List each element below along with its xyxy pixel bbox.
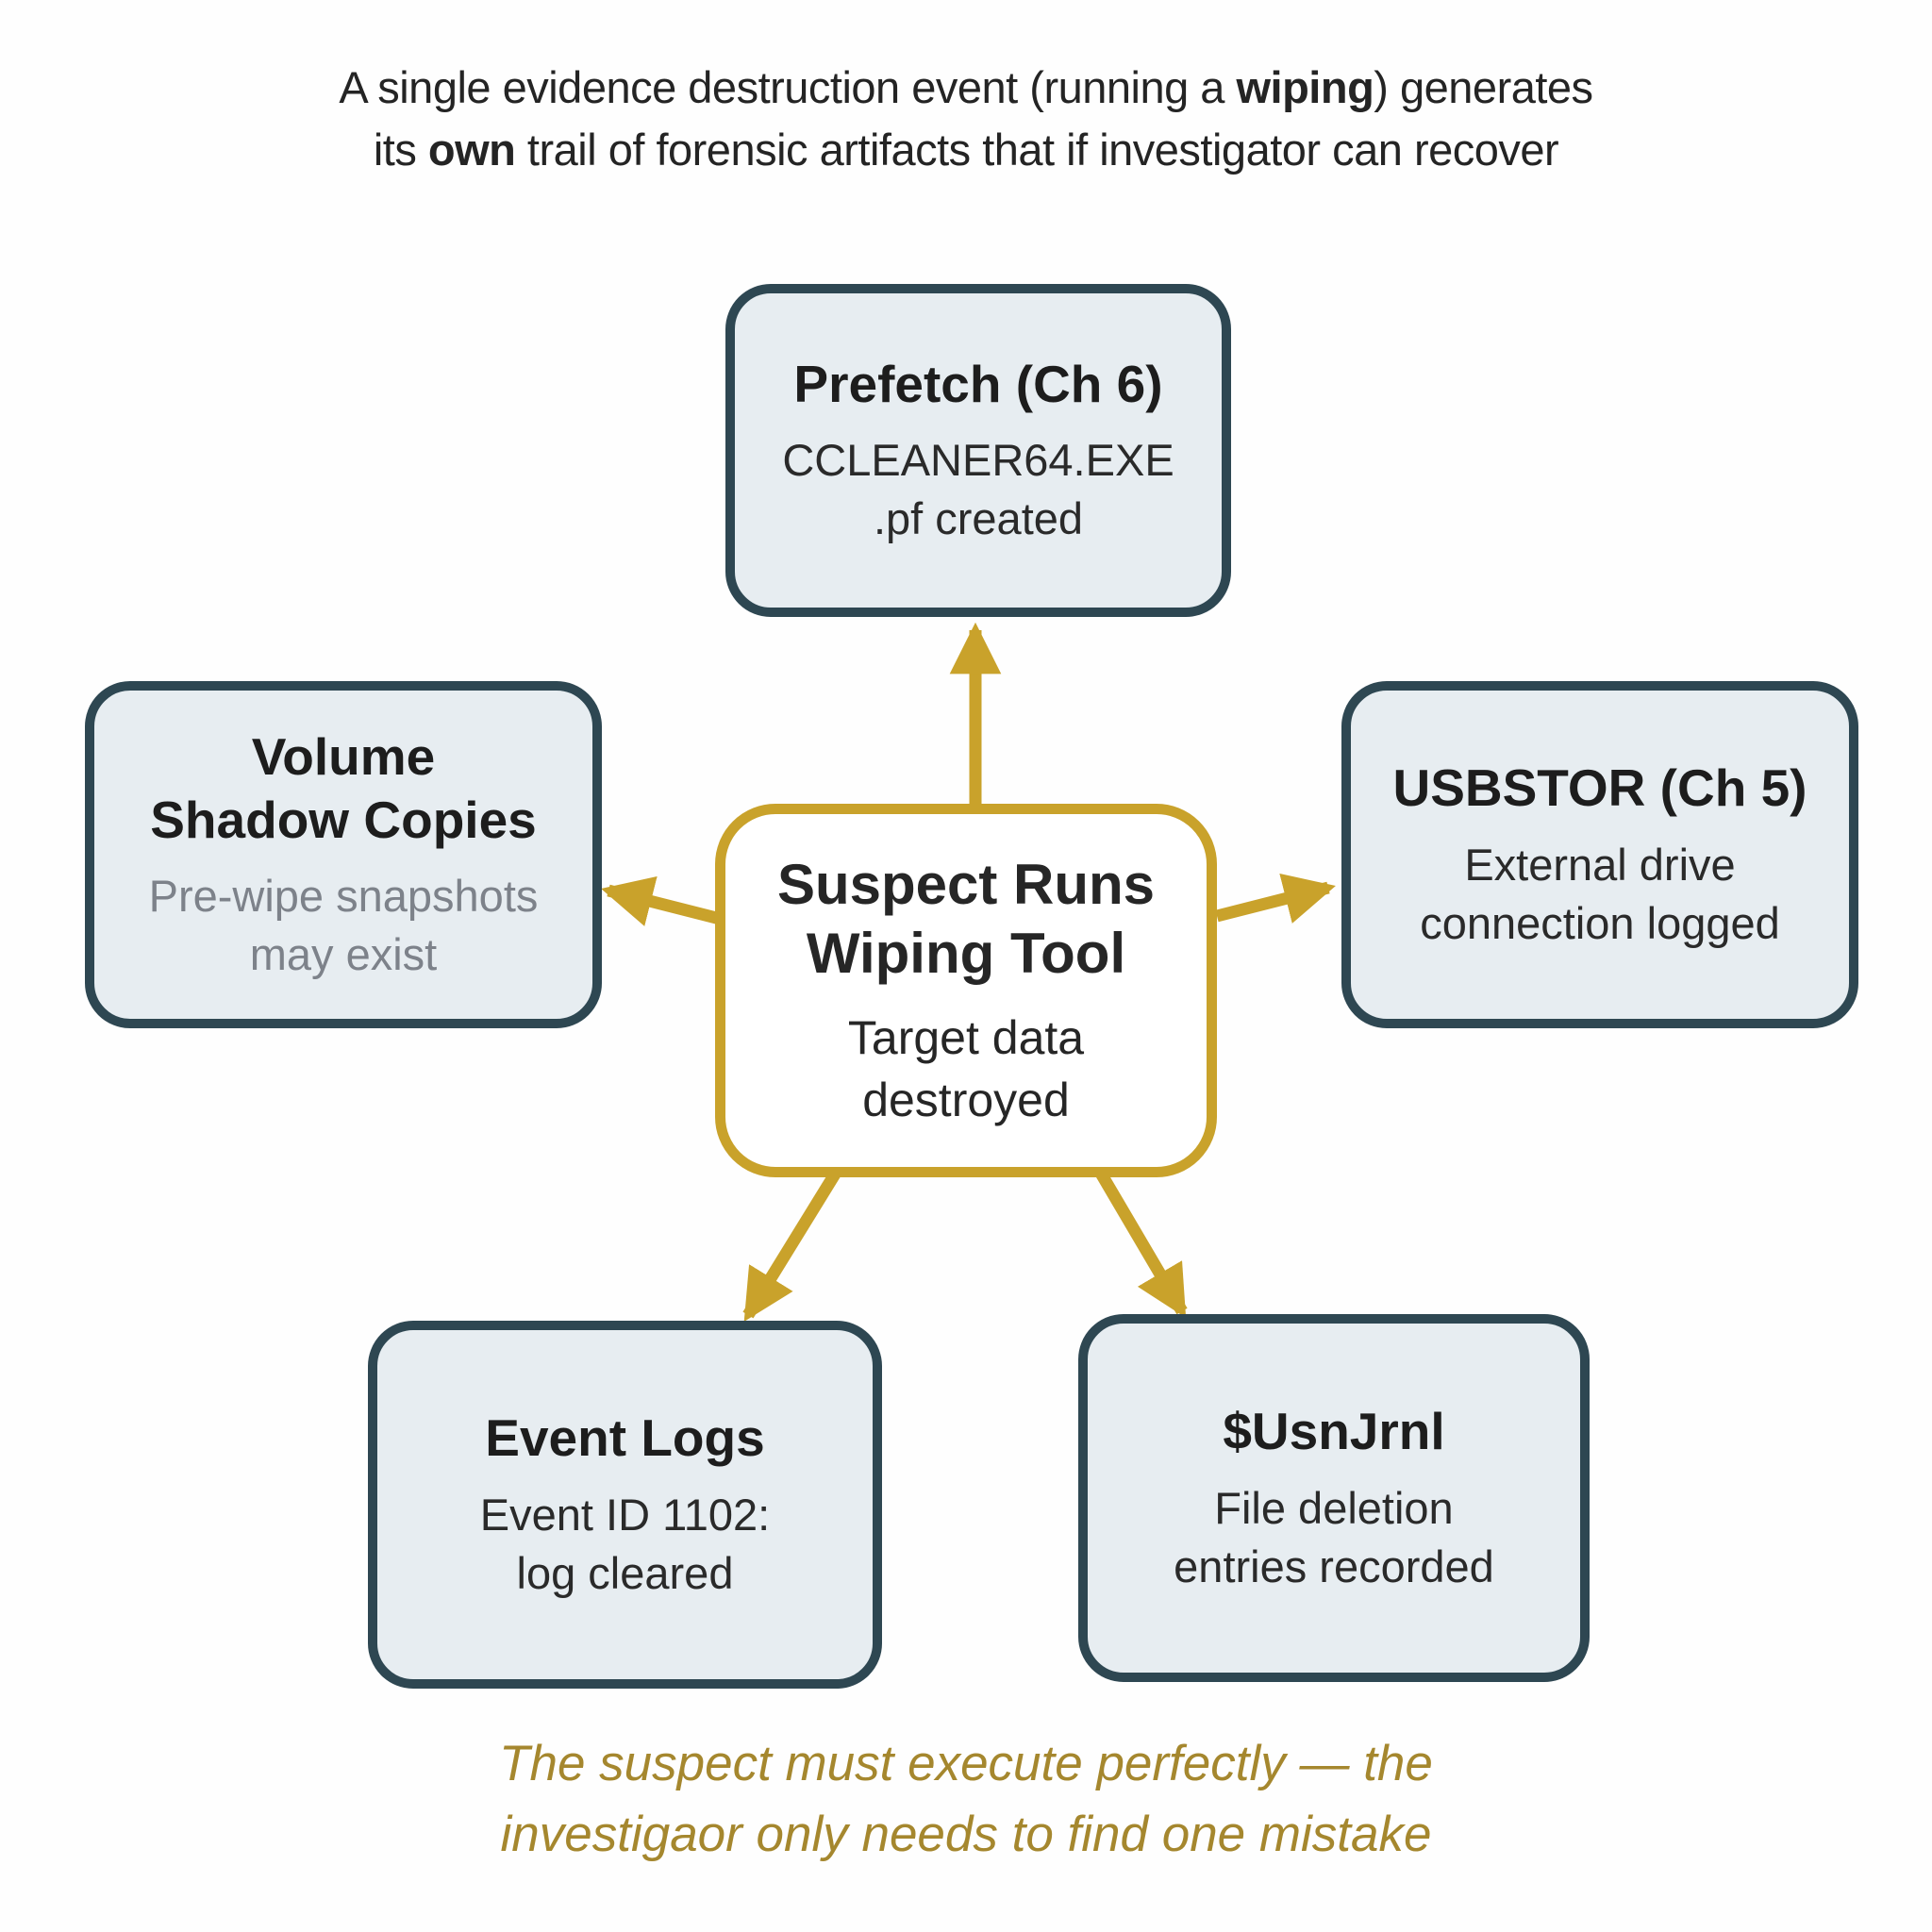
node-event-logs: Event Logs Event ID 1102: log cleared [368, 1321, 882, 1689]
node-prefetch-sub-line1: CCLEANER64.EXE [782, 435, 1174, 486]
title-line2-tail: trail of forensic artifacts that if inve… [515, 124, 1559, 175]
diagram-title-line1: A single evidence destruction event (run… [0, 57, 1932, 119]
arrow-center-to-vsc [601, 875, 722, 926]
title-line1-bold: wiping [1236, 62, 1374, 112]
diagram-title: A single evidence destruction event (run… [0, 57, 1932, 181]
footer-line2: investigaor only needs to find one mista… [500, 1807, 1432, 1863]
node-eventlogs-title-line1: Event Logs [485, 1408, 765, 1468]
node-prefetch-subtitle: CCLEANER64.EXE .pf created [782, 431, 1174, 548]
node-usnjrnl-title-line1: $UsnJrnl [1223, 1402, 1445, 1461]
title-line2-text: its [373, 124, 428, 175]
node-vsc-sub-line2: may exist [249, 929, 438, 980]
node-center-title: Suspect Runs Wiping Tool [777, 850, 1155, 988]
footer-line1: The suspect must execute perfectly — the [499, 1736, 1433, 1791]
title-line1-text: A single evidence destruction event (run… [339, 62, 1237, 112]
node-usnjrnl: $UsnJrnl File deletion entries recorded [1078, 1314, 1590, 1682]
node-center-sub-line1: Target data [847, 1011, 1085, 1065]
node-usbstor-title-line1: USBSTOR (Ch 5) [1392, 758, 1807, 818]
node-vsc-title: Volume Shadow Copies [150, 725, 537, 852]
node-usbstor-sub-line2: connection logged [1420, 897, 1780, 948]
node-center-subtitle: Target data destroyed [848, 1007, 1084, 1131]
node-eventlogs-sub-line2: log cleared [516, 1547, 734, 1598]
node-prefetch-title: Prefetch (Ch 6) [793, 353, 1162, 416]
node-vsc-title-line2: Shadow Copies [150, 790, 537, 849]
arrow-center-to-usbstor [1215, 873, 1336, 924]
diagram-title-line2: its own trail of forensic artifacts that… [0, 119, 1932, 181]
node-usbstor: USBSTOR (Ch 5) External drive connection… [1341, 681, 1858, 1028]
node-center-title-line1: Suspect Runs [776, 852, 1156, 916]
node-usbstor-subtitle: External drive connection logged [1420, 836, 1780, 953]
node-center-title-line2: Wiping Tool [806, 922, 1126, 985]
node-prefetch-sub-line2: .pf created [873, 493, 1084, 544]
node-center-sub-line2: destroyed [862, 1074, 1070, 1127]
node-eventlogs-title: Event Logs [485, 1407, 764, 1470]
node-prefetch: Prefetch (Ch 6) CCLEANER64.EXE .pf creat… [725, 284, 1231, 617]
node-eventlogs-sub-line1: Event ID 1102: [479, 1489, 771, 1540]
node-prefetch-title-line1: Prefetch (Ch 6) [793, 354, 1163, 413]
node-volume-shadow-copies: Volume Shadow Copies Pre-wipe snapshots … [85, 681, 602, 1028]
node-vsc-subtitle: Pre-wipe snapshots may exist [149, 867, 539, 984]
node-usnjrnl-sub-line2: entries recorded [1174, 1541, 1494, 1591]
footer-caption: The suspect must execute perfectly — the… [0, 1728, 1932, 1871]
node-suspect-runs-wiping-tool: Suspect Runs Wiping Tool Target data des… [715, 804, 1217, 1177]
node-vsc-sub-line1: Pre-wipe snapshots [148, 871, 539, 922]
title-line1-tail: ) generates [1374, 62, 1593, 112]
arrow-center-to-usnjrnl [1094, 1168, 1188, 1319]
node-usnjrnl-title: $UsnJrnl [1223, 1400, 1444, 1463]
node-eventlogs-subtitle: Event ID 1102: log cleared [480, 1486, 770, 1603]
node-usnjrnl-sub-line1: File deletion [1214, 1482, 1454, 1533]
node-usnjrnl-subtitle: File deletion entries recorded [1174, 1479, 1494, 1596]
node-usbstor-title: USBSTOR (Ch 5) [1392, 757, 1807, 820]
title-line2-bold: own [427, 124, 516, 175]
node-vsc-title-line1: Volume [251, 726, 436, 786]
arrow-center-to-eventlogs [742, 1169, 841, 1322]
node-usbstor-sub-line1: External drive [1464, 839, 1736, 890]
